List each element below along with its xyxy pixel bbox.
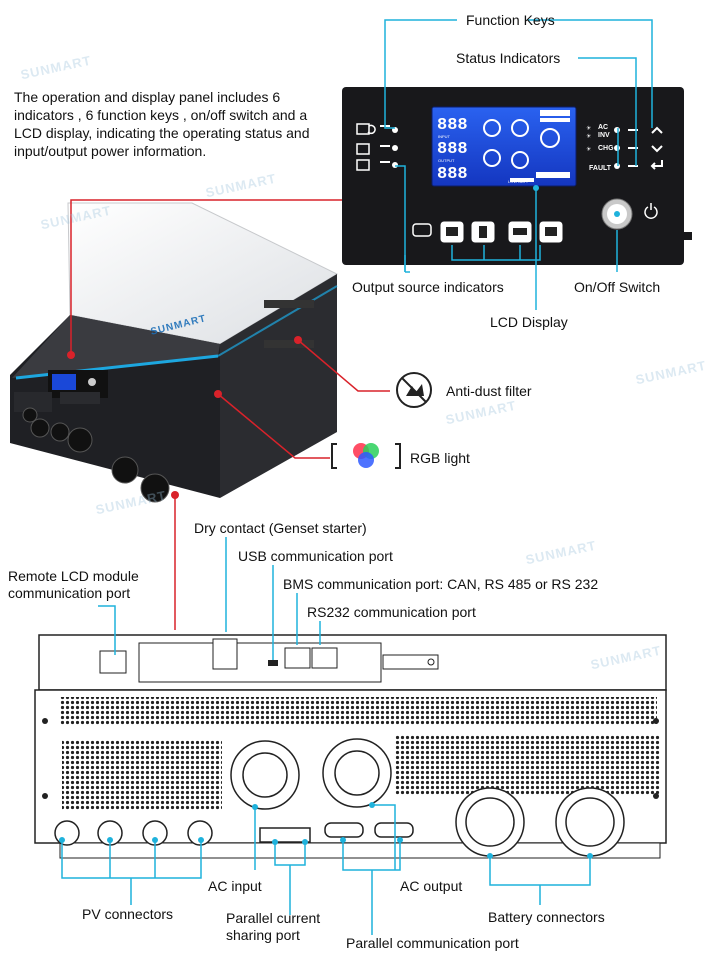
lcd-display-label: LCD Display <box>490 314 568 330</box>
leader-lines-red <box>70 199 390 630</box>
svg-text:☀: ☀ <box>586 146 591 153</box>
intro-text: The operation and display panel includes… <box>14 89 310 159</box>
output-source-indicators <box>356 123 390 171</box>
status-fault: FAULT <box>589 165 612 172</box>
anti-dust-filter-label: Anti-dust filter <box>446 383 532 399</box>
svg-text:☀: ☀ <box>586 133 591 140</box>
leader-lines-cyan <box>61 19 653 935</box>
status-ac: AC <box>598 124 608 131</box>
up-arrow-icon <box>651 126 663 134</box>
power-icon <box>644 203 658 219</box>
dry-contact-label: Dry contact (Genset starter) <box>194 520 367 536</box>
leader-dots-red <box>67 336 302 499</box>
status-chg: CHG <box>598 145 614 152</box>
inverter-bottom-view <box>34 634 667 859</box>
lcd-screen: 888 888 888 <box>431 106 577 187</box>
status-indicators-label: Status Indicators <box>456 50 561 66</box>
anti-dust-filter-icon <box>396 372 432 408</box>
lcd-input-text: INPUT <box>438 134 451 139</box>
ac-output-label: AC output <box>400 878 463 894</box>
operation-panel: 888 888 888 INPUT OUTPUT LOW BATT ☀☀☀ AC… <box>342 87 692 265</box>
on-off-switch-label: On/Off Switch <box>574 279 661 295</box>
usb-port-label: USB communication port <box>238 548 393 564</box>
svg-text:888: 888 <box>437 116 468 135</box>
status-icons: ☀☀☀ <box>586 125 591 153</box>
bms-port-label: BMS communication port: CAN, RS 485 or R… <box>283 576 599 592</box>
lcd-output-text: OUTPUT <box>438 158 455 163</box>
rgb-light-label: RGB light <box>410 450 470 466</box>
inverter-unit <box>10 202 339 503</box>
parallel-comm-port-label: Parallel communication port <box>346 935 519 951</box>
remote-lcd-port-label: Remote LCD module communication port <box>8 568 139 601</box>
status-inv: INV <box>598 132 610 139</box>
output-source-indicators-label: Output source indicators <box>352 279 504 295</box>
parallel-current-port-label: Parallel current sharing port <box>226 910 321 943</box>
rgb-light-icon <box>331 443 401 469</box>
svg-text:888: 888 <box>437 140 468 159</box>
lcd-low-batt-text: LOW BATT <box>508 179 529 184</box>
leader-dots-cyan <box>59 185 620 859</box>
ac-input-label: AC input <box>208 878 262 894</box>
svg-text:888: 888 <box>437 165 468 184</box>
pv-connectors-label: PV connectors <box>82 906 174 922</box>
svg-text:☀: ☀ <box>586 125 591 132</box>
rs232-port-label: RS232 communication port <box>307 604 476 620</box>
down-arrow-icon <box>651 145 663 153</box>
battery-connectors-label: Battery connectors <box>488 909 605 925</box>
enter-icon <box>650 160 663 170</box>
function-keys-label: Function Keys <box>466 12 555 28</box>
